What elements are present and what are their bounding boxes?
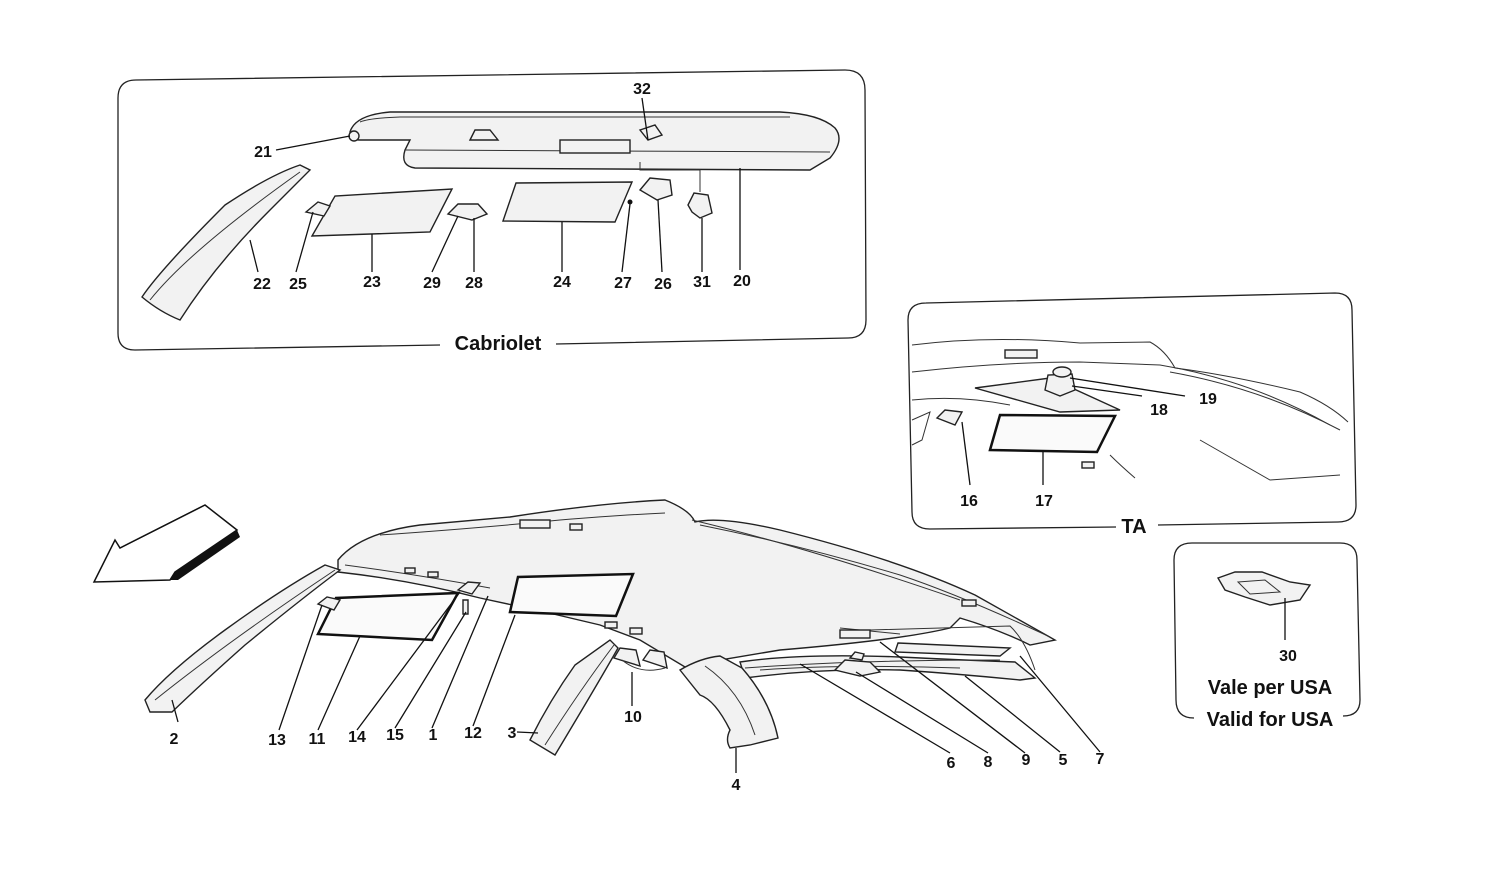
cabriolet-panel: Cabriolet xyxy=(117,69,867,355)
callout-8: 8 xyxy=(984,754,993,771)
callout-26: 26 xyxy=(654,276,672,293)
callout-16: 16 xyxy=(960,493,978,510)
callout-21: 21 xyxy=(254,144,272,161)
callout-27: 27 xyxy=(614,275,632,292)
callout-18: 18 xyxy=(1150,402,1168,419)
callout-25: 25 xyxy=(289,276,307,293)
usa-panel: 30 Vale per USA Valid for USA xyxy=(1173,542,1361,731)
callout-5: 5 xyxy=(1059,752,1068,769)
callout-10: 10 xyxy=(624,709,642,726)
callout-31: 31 xyxy=(693,274,711,291)
callout-4: 4 xyxy=(732,777,741,794)
callout-22: 22 xyxy=(253,276,271,293)
callout-28: 28 xyxy=(465,275,483,292)
callout-30: 30 xyxy=(1279,648,1297,665)
usa-label-it: Vale per USA xyxy=(1208,677,1333,699)
callout-14: 14 xyxy=(348,729,366,746)
callout-9: 9 xyxy=(1022,752,1031,769)
main-headliner: 2 13 11 14 15 1 12 3 10 4 6 8 9 5 7 xyxy=(144,499,1105,794)
callout-7: 7 xyxy=(1096,751,1105,768)
callout-1: 1 xyxy=(429,727,438,744)
callout-19: 19 xyxy=(1199,391,1217,408)
cabriolet-label: Cabriolet xyxy=(455,333,542,355)
front-direction-arrow xyxy=(92,504,240,583)
callout-23: 23 xyxy=(363,274,381,291)
callout-32: 32 xyxy=(633,81,651,98)
usa-label-en: Valid for USA xyxy=(1207,709,1334,731)
callout-15: 15 xyxy=(386,727,404,744)
callout-24: 24 xyxy=(553,274,571,291)
callout-12: 12 xyxy=(464,725,482,742)
callout-3: 3 xyxy=(508,725,517,742)
callout-20: 20 xyxy=(733,273,751,290)
callout-6: 6 xyxy=(947,755,956,772)
callout-11: 11 xyxy=(309,731,326,748)
callout-2: 2 xyxy=(170,731,179,748)
ta-panel: TA 19 18 16 17 xyxy=(907,292,1357,538)
callout-17: 17 xyxy=(1035,493,1053,510)
callout-13: 13 xyxy=(268,732,286,749)
ta-label: TA xyxy=(1121,516,1146,538)
callout-29: 29 xyxy=(423,275,441,292)
